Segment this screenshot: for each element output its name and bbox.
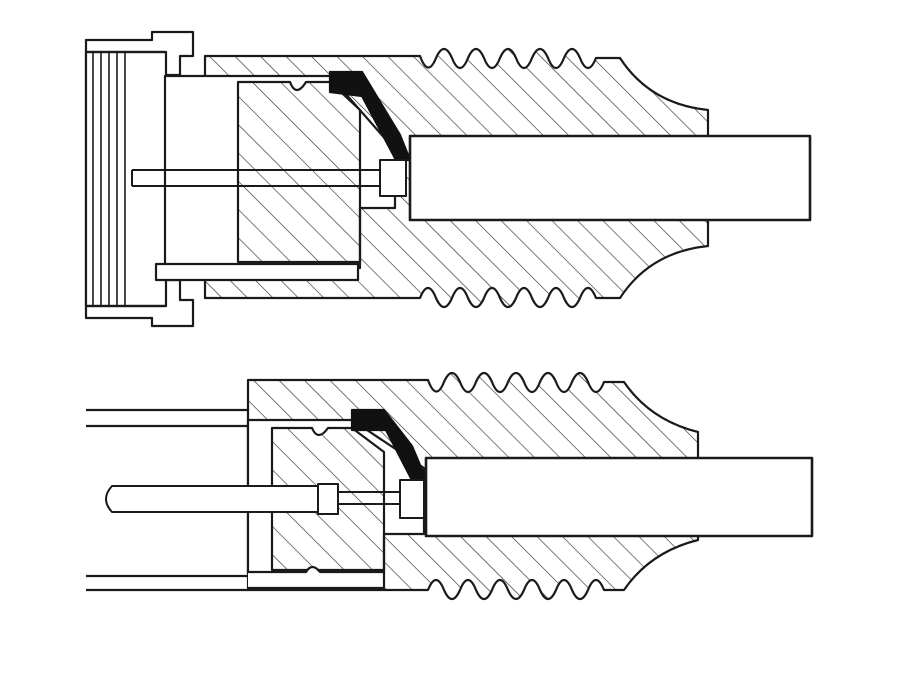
top-dielectric-insert [236,80,362,264]
bottom-sleeve [86,408,248,592]
top-threaded-nut [84,30,195,328]
bottom-retaining-tab [248,565,386,590]
top-center-contact [131,159,407,197]
bottom-connector [86,371,814,601]
bottom-center-pin [105,479,425,519]
bottom-cable [424,456,814,538]
top-connector [84,30,812,328]
top-nut-threads [92,52,126,306]
top-retaining-tab [154,262,360,282]
top-cable [408,134,812,222]
